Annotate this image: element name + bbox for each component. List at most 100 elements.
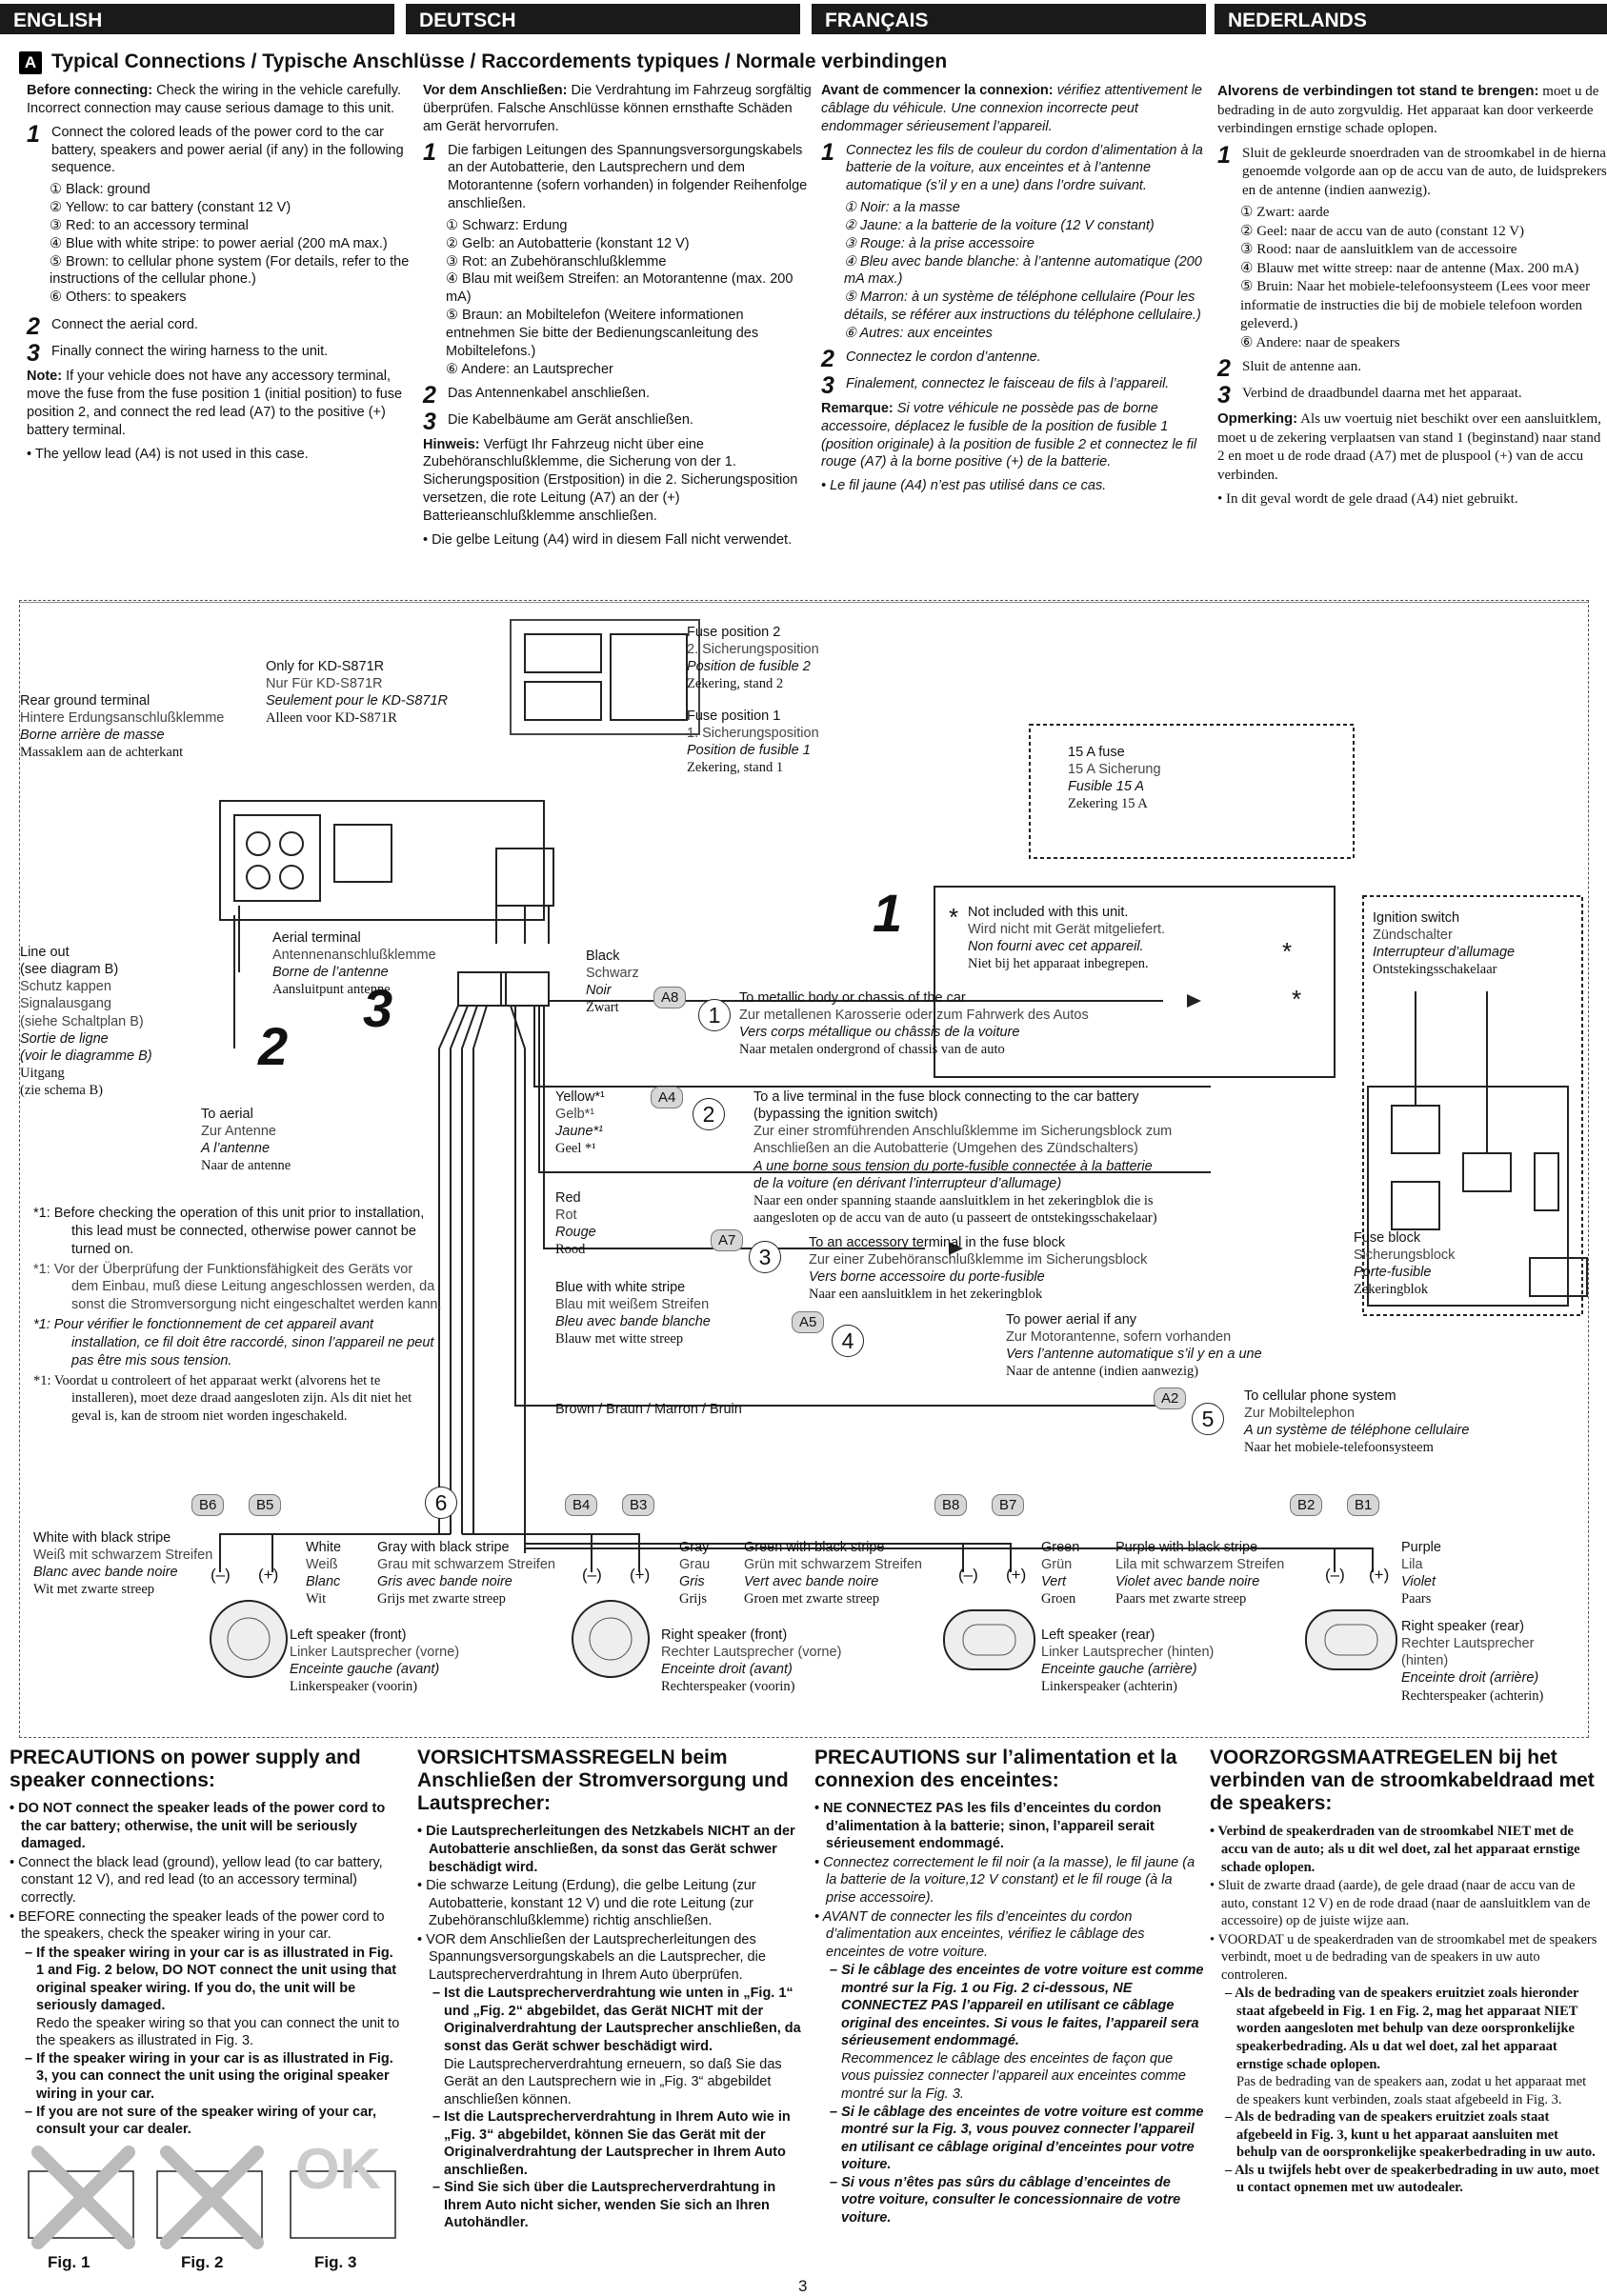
footnote-fr: *1: Pour vérifier le fonctionnement de c… xyxy=(33,1317,434,1368)
precaution-item: • Verbind de speakerdraden van de stroom… xyxy=(1210,1824,1580,1875)
cross-mark xyxy=(31,2146,135,2249)
circle-5: 5 xyxy=(1192,1403,1224,1435)
list-item: ② Yellow: to car battery (constant 12 V) xyxy=(50,200,291,216)
note-bullet: • The yellow lead (A4) is not used in th… xyxy=(27,446,309,462)
list-item: ③ Red: to an accessory terminal xyxy=(50,217,249,233)
precaution-item: • DO NOT connect the speaker leads of th… xyxy=(10,1801,386,1852)
to-accessory-label: To an accessory terminal in the fuse blo… xyxy=(809,1235,1148,1303)
intro-heading: Avant de commencer la connexion: xyxy=(821,83,1054,98)
minus-terminal: (–) xyxy=(1325,1566,1345,1584)
list-item: ① Black: ground xyxy=(50,182,151,198)
tab-nederlands: NEDERLANDS xyxy=(1215,4,1607,34)
tag-a4: A4 xyxy=(651,1087,684,1109)
page-number: 3 xyxy=(798,2277,808,2295)
footnote-nl: *1: Voordat u controleert of het apparaa… xyxy=(33,1372,412,1425)
note-text: Verfügt Ihr Fahrzeug nicht über eine Zub… xyxy=(423,436,798,524)
list-item: ④ Blauw met witte streep: naar de antenn… xyxy=(1240,260,1579,276)
circle-1: 1 xyxy=(698,999,731,1031)
step-number-3: 3 xyxy=(363,978,393,1038)
to-live-terminal-label: To a live terminal in the fuse block con… xyxy=(753,1089,1173,1226)
precaution-item: – Ist die Lautsprecherverdrahtung in Ihr… xyxy=(432,2109,791,2178)
note-bullet: • Die gelbe Leitung (A4) wird in diesem … xyxy=(423,531,793,548)
step-3: Die Kabelbäume am Gerät anschließen. xyxy=(448,411,693,428)
asterisk: * xyxy=(1292,985,1302,1013)
minus-terminal: (–) xyxy=(958,1566,978,1584)
precaution-item: Pas de bedrading van de speakers aan, zo… xyxy=(1236,2074,1587,2107)
step-number-1: 1 xyxy=(873,883,903,943)
cross-mark xyxy=(160,2146,264,2249)
list-item: ⑤ Bruin: Naar het mobiele-telefoonsystee… xyxy=(1240,279,1591,331)
section-badge: A xyxy=(19,51,42,74)
precaution-item: • VOR dem Anschließen der Lautsprecherle… xyxy=(417,1931,766,1983)
list-item: ⑤ Braun: an Mobiltelefon (Weitere inform… xyxy=(446,308,759,359)
tag-a2: A2 xyxy=(1154,1388,1187,1410)
intro-text: vérifiez attentivement le câblage du véh… xyxy=(821,83,1202,134)
figure-2-caption: Fig. 2 xyxy=(181,2253,224,2271)
note-bullet: • Le fil jaune (A4) n’est pas utilisé da… xyxy=(821,478,1107,494)
circle-3: 3 xyxy=(749,1241,781,1273)
left-front-speaker-label: Left speaker (front)Linker Lautsprecher … xyxy=(290,1627,460,1695)
asterisk: * xyxy=(949,903,959,931)
lead-list: ① Schwarz: Erdung ② Gelb: an Autobatteri… xyxy=(423,217,814,379)
plus-terminal: (+) xyxy=(630,1566,651,1584)
step-2: Das Antennenkabel anschließen. xyxy=(448,385,651,401)
tag-a7: A7 xyxy=(711,1229,744,1252)
tag-b1: B1 xyxy=(1347,1494,1380,1517)
step-3: Finally connect the wiring harness to th… xyxy=(51,344,329,360)
column-english: Before connecting: Check the wiring in t… xyxy=(27,82,417,469)
precautions-list: • Verbind de speakerdraden van de stroom… xyxy=(1210,1823,1600,2196)
figure-drawings xyxy=(28,2146,396,2249)
precaution-item: – If the speaker wiring in your car is a… xyxy=(25,2050,393,2103)
column-nederlands: Alvorens de verbindingen tot stand te br… xyxy=(1217,82,1607,515)
note-text: If your vehicle does not have any access… xyxy=(27,369,403,438)
step-3: Finalement, connectez le faisceau de fil… xyxy=(846,375,1170,391)
precaution-item: – Si le câblage des enceintes de votre v… xyxy=(830,1963,1204,2049)
intro-heading: Alvorens de verbindingen tot stand te br… xyxy=(1217,83,1539,99)
precaution-item: • Connect the black lead (ground), yello… xyxy=(10,1854,383,1907)
tag-b3: B3 xyxy=(622,1494,655,1517)
tab-francais: FRANÇAIS xyxy=(812,4,1206,34)
plus-terminal: (+) xyxy=(258,1566,279,1584)
section-title: Typical Connections / Typische Anschlüss… xyxy=(51,50,948,72)
list-item: ② Geel: naar de accu van de auto (consta… xyxy=(1240,223,1525,239)
precautions-title: PRECAUTIONS sur l’alimentation et la con… xyxy=(814,1747,1177,1792)
tag-b4: B4 xyxy=(565,1494,598,1517)
intro-text: moet u de bedrading in de auto zorgvuldi… xyxy=(1217,84,1599,136)
precaution-item: • Connectez correctement le fil noir (a … xyxy=(814,1854,1195,1907)
list-item: ① Noir: a la masse xyxy=(844,200,960,216)
precautions-deutsch: VORSICHTSMASSREGELN beim Anschließen der… xyxy=(417,1747,808,2232)
tag-a5: A5 xyxy=(792,1311,825,1334)
right-front-speaker-label: Right speaker (front)Rechter Lautspreche… xyxy=(661,1627,842,1695)
right-rear-speaker-label: Right speaker (rear)Rechter Lautsprecher… xyxy=(1401,1619,1544,1704)
precautions-title: VORSICHTSMASSREGELN beim Anschließen der… xyxy=(417,1747,789,1815)
precautions-list: • NE CONNECTEZ PAS les fils d’enceintes … xyxy=(814,1800,1205,2226)
plus-terminal: (+) xyxy=(1006,1566,1027,1584)
step-2: Connect the aerial cord. xyxy=(51,317,198,333)
lead-list: ① Noir: a la masse ② Jaune: a la batteri… xyxy=(821,199,1212,343)
not-included-label: Not included with this unit.Wird nicht m… xyxy=(968,905,1166,972)
precaution-item: – If the speaker wiring in your car is a… xyxy=(25,1945,397,2014)
list-item: ⑥ Andere: naar de speakers xyxy=(1240,334,1400,350)
precaution-item: – If you are not sure of the speaker wir… xyxy=(25,2104,377,2138)
precaution-item: • Die schwarze Leitung (Erdung), die gel… xyxy=(417,1878,756,1929)
circle-6: 6 xyxy=(425,1487,457,1519)
tag-b6: B6 xyxy=(191,1494,225,1517)
step-2: Sluit de antenne aan. xyxy=(1242,359,1361,374)
footnotes: *1: Before checking the operation of thi… xyxy=(33,1205,443,1428)
tag-b8: B8 xyxy=(934,1494,968,1517)
list-item: ③ Rot: an Zubehöranschlußklemme xyxy=(446,253,667,270)
precautions-english: PRECAUTIONS on power supply and speaker … xyxy=(10,1747,400,2139)
step-2: Connectez le cordon d’antenne. xyxy=(846,349,1041,365)
section-heading: A Typical Connections / Typische Anschlüs… xyxy=(19,50,1591,75)
